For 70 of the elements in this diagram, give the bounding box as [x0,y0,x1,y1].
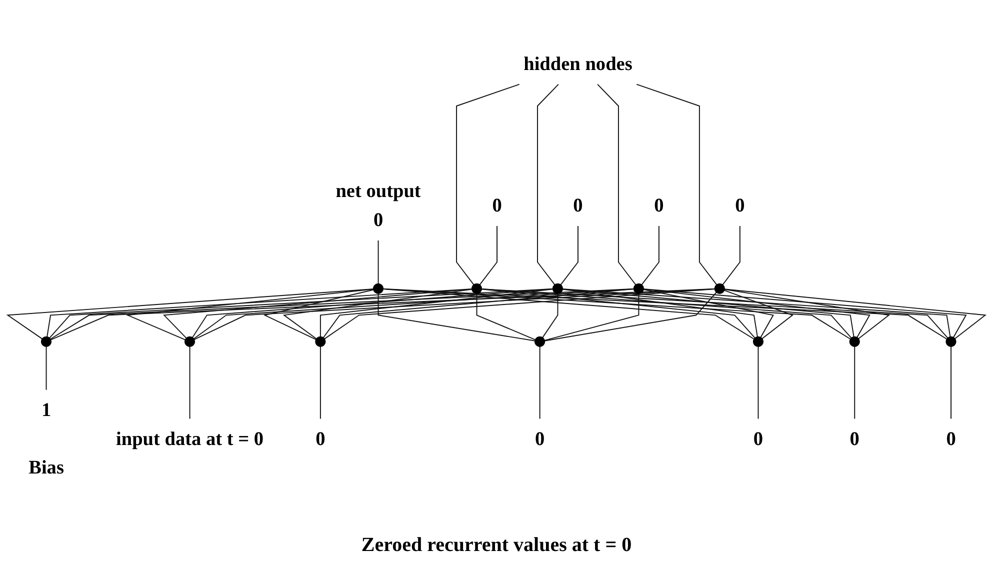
leader-line [537,84,559,286]
connection-line [481,288,948,339]
neuron-circle [40,336,52,347]
node-label: 0 [735,195,745,216]
neuron-circle [633,283,644,294]
neuron-circle [471,283,482,294]
neuron-circle [752,336,764,347]
connection-line [724,288,890,340]
connection-line [758,346,759,420]
connection-line [642,289,774,338]
note-text: Zeroed recurrent values at t = 0 [361,534,632,556]
connection-line [476,292,536,340]
node-label: input data at t = 0 [116,428,264,450]
connection-line [193,288,634,340]
connection-line [641,226,660,286]
connection-line [324,288,716,340]
connection-line [854,346,856,420]
node-label: 0 [535,428,545,450]
leader-line [636,84,718,286]
neuron-circle [372,283,384,294]
neuron-circle [534,336,546,347]
connection-line [282,288,472,340]
connection-line [479,226,498,286]
connection-line [382,288,948,340]
node-label: 0 [946,428,956,450]
connection-line [263,289,374,340]
connection-line [192,288,554,338]
leader-line [456,84,520,286]
connection-line [126,288,374,340]
connection-line [163,288,472,339]
connection-line [378,240,379,284]
connection-line [950,346,952,420]
connection-line [562,288,951,338]
connection-line [643,288,870,338]
neuron-circle [184,336,196,347]
neuron-circle [714,283,725,294]
node-label: 1 Bias [28,400,64,479]
connection-line [481,288,756,339]
connection-line [46,288,472,338]
node-label: net output 0 [336,180,421,231]
node-label: 0 [753,428,764,450]
leader-line [597,84,636,286]
connection-line [562,288,854,338]
connection-line [724,290,794,340]
connection-line [542,292,558,338]
connection-line [6,288,374,340]
connection-line [562,288,758,338]
connection-line [544,292,717,342]
connection-line [320,346,321,420]
connection-line [722,226,740,286]
neuron-circle [946,336,956,347]
node-label: hidden nodes [524,53,632,75]
neuron-circle [315,336,326,347]
node-label: 0 [573,195,583,216]
neuron-circle [552,283,564,294]
neuron-circle [849,336,860,347]
connection-line [322,288,634,338]
connection-line [46,346,47,390]
connection-line [643,288,967,338]
connection-line [539,346,540,420]
connection-line [378,292,536,342]
node-label: 0 [492,195,502,216]
connection-line [320,288,554,338]
connection-line [560,226,578,286]
connection-line [544,292,640,341]
connection-line [189,346,190,420]
connection-line [724,288,987,340]
node-label: 0 [316,428,326,450]
node-label: 0 [654,195,664,216]
node-label: 0 [850,428,860,450]
